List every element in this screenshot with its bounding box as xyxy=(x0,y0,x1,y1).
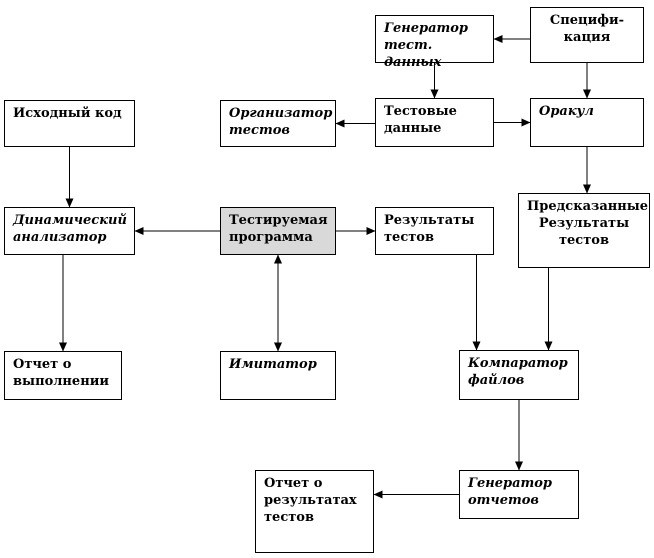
node-test-data-generator: Генератор тест. данных xyxy=(375,15,494,70)
node-label: Исходный код xyxy=(13,106,122,121)
node-report-generator: Генератор отчетов xyxy=(459,470,579,519)
node-execution-report: Отчет о выполнении xyxy=(4,351,122,400)
node-test-organizer: Организатор тестов xyxy=(220,100,336,147)
node-label: Предсказанные Результаты тестов xyxy=(527,199,649,248)
node-predicted-results: Предсказанные Результаты тестов xyxy=(518,193,650,268)
node-label: Генератор тест. данных xyxy=(384,21,469,70)
node-results-report: Отчет о результатах тестов xyxy=(255,470,374,553)
node-label: Компаратор файлов xyxy=(468,356,568,388)
node-label: Имитатор xyxy=(229,357,317,372)
node-dynamic-analyzer: Динамический анализатор xyxy=(4,207,135,255)
node-test-data: Тестовые данные xyxy=(375,98,494,147)
node-label: Результаты тестов xyxy=(384,213,475,245)
node-source-code: Исходный код xyxy=(4,100,135,147)
node-label: Оракул xyxy=(539,104,594,119)
node-label: Тестируемая программа xyxy=(229,213,328,245)
node-test-results: Результаты тестов xyxy=(375,207,494,255)
node-program-under-test: Тестируемая программа xyxy=(220,207,336,255)
node-oracle: Оракул xyxy=(530,98,644,147)
node-label: Отчет о результатах тестов xyxy=(264,476,357,525)
node-label: Отчет о выполнении xyxy=(13,357,110,389)
node-label: Тестовые данные xyxy=(384,104,457,136)
node-label: Организатор тестов xyxy=(229,106,333,138)
node-file-comparator: Компаратор файлов xyxy=(459,350,579,400)
node-label: Динамический анализатор xyxy=(13,213,127,245)
node-label: Генератор отчетов xyxy=(468,476,553,508)
node-simulator: Имитатор xyxy=(220,351,336,400)
node-specification: Специфи- кация xyxy=(530,7,644,63)
node-label: Специфи- кация xyxy=(549,13,625,45)
